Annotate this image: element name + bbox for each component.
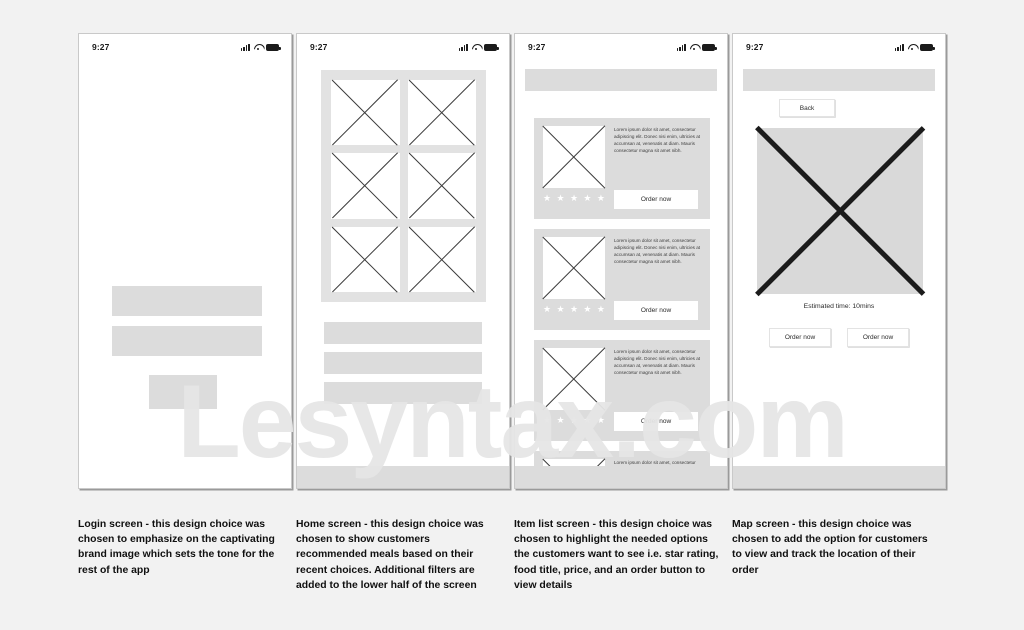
star-icon: ★ [543,415,552,425]
star-icon: ★ [556,304,565,314]
meal-image-placeholder[interactable] [407,153,476,219]
meal-image-placeholder[interactable] [407,80,476,146]
item-description: Lorem ipsum dolor sit amet, consectetur … [614,349,701,376]
item-card[interactable]: Lorem ipsum dolor sit amet, consectetur … [534,340,710,441]
login-screen-body [79,60,291,488]
item-description: Lorem ipsum dolor sit amet, consectetur … [614,238,701,265]
battery-icon [920,44,935,51]
caption-home: Home screen - this design choice was cho… [296,519,484,591]
item-card[interactable]: Lorem ipsum dolor sit amet, consectetur … [534,118,710,219]
bottom-nav-bar[interactable] [733,466,945,488]
login-submit-button[interactable] [149,375,217,409]
estimated-time-label: Estimated time: 10mins [803,303,875,310]
star-icon: ★ [569,304,579,314]
status-bar: 9:27 [297,34,509,60]
back-button[interactable]: Back [779,99,835,117]
status-clock: 9:27 [92,42,110,52]
itemlist-screen-body: Lorem ipsum dolor sit amet, consectetur … [515,60,727,488]
star-icon: ★ [569,193,579,203]
star-icon: ★ [543,193,552,203]
star-rating: ★ ★ ★ ★ ★ [543,194,605,203]
order-now-button[interactable]: Order now [614,301,698,320]
item-image-placeholder [543,126,605,188]
filter-bar[interactable] [324,382,482,404]
order-now-button[interactable]: Order now [614,190,698,209]
screen-column-map: 9:27 Back Estimated time: 10mins Order n… [732,33,946,489]
star-icon: ★ [556,415,565,425]
status-icons [894,43,935,51]
star-rating: ★ ★ ★ ★ ★ [543,416,605,425]
phone-frame-home: 9:27 [296,33,510,489]
wifi-icon [254,43,263,51]
filter-bar[interactable] [324,322,482,344]
status-clock: 9:27 [528,42,546,52]
status-icons [240,43,281,51]
phone-frame-map: 9:27 Back Estimated time: 10mins Order n… [732,33,946,489]
status-bar: 9:27 [733,34,945,60]
star-icon: ★ [569,415,579,425]
bottom-nav-bar[interactable] [297,466,509,488]
login-username-field[interactable] [112,286,262,316]
battery-icon [484,44,499,51]
star-rating: ★ ★ ★ ★ ★ [543,305,605,314]
item-card[interactable]: Lorem ipsum dolor sit amet, consectetur … [534,229,710,330]
item-description: Lorem ipsum dolor sit amet, consectetur … [614,127,701,154]
item-list: Lorem ipsum dolor sit amet, consectetur … [534,118,710,488]
home-screen-body [297,60,509,488]
order-now-button-secondary[interactable]: Order now [847,328,909,347]
signal-icon [458,43,468,51]
order-now-button[interactable]: Order now [614,412,698,431]
screen-column-login: 9:27 [78,33,292,489]
caption-login: Login screen - this design choice was ch… [78,519,275,576]
map-action-buttons: Order now Order now [733,328,945,347]
map-header-bar [743,69,935,91]
star-icon: ★ [556,193,565,203]
meal-image-placeholder[interactable] [407,226,476,292]
star-icon: ★ [596,304,605,314]
itemlist-header-bar [525,69,717,91]
item-image-placeholder [543,348,605,410]
order-now-button-primary[interactable]: Order now [769,328,831,347]
map-image-placeholder[interactable] [757,128,923,294]
meal-image-placeholder[interactable] [331,153,400,219]
star-icon: ★ [596,415,605,425]
screen-column-home: 9:27 [296,33,510,489]
meal-image-placeholder[interactable] [331,80,400,146]
wifi-icon [690,43,699,51]
filter-bar[interactable] [324,352,482,374]
status-bar: 9:27 [515,34,727,60]
status-clock: 9:27 [310,42,328,52]
signal-icon [894,43,904,51]
recommended-meals-grid [321,70,486,302]
caption-map: Map screen - this design choice was chos… [732,519,928,576]
status-clock: 9:27 [746,42,764,52]
caption-itemlist: Item list screen - this design choice wa… [514,519,719,591]
map-screen-body: Back Estimated time: 10mins Order now Or… [733,60,945,488]
signal-icon [676,43,686,51]
star-icon: ★ [583,415,592,425]
battery-icon [266,44,281,51]
phone-frame-login: 9:27 [78,33,292,489]
star-icon: ★ [543,304,552,314]
status-icons [458,43,499,51]
status-icons [676,43,717,51]
signal-icon [240,43,250,51]
filters-section [324,322,482,412]
item-image-placeholder [543,237,605,299]
bottom-nav-bar[interactable] [515,466,727,488]
star-icon: ★ [596,193,605,203]
star-icon: ★ [583,193,592,203]
login-password-field[interactable] [112,326,262,356]
screen-column-itemlist: 9:27 Lorem ipsum dolor sit amet, consect… [514,33,728,489]
star-icon: ★ [583,304,592,314]
wifi-icon [472,43,481,51]
battery-icon [702,44,717,51]
phone-frame-itemlist: 9:27 Lorem ipsum dolor sit amet, consect… [514,33,728,489]
wireframe-deck: 9:27 9:27 [78,33,948,603]
status-bar: 9:27 [79,34,291,60]
meal-image-placeholder[interactable] [331,226,400,292]
wifi-icon [908,43,917,51]
